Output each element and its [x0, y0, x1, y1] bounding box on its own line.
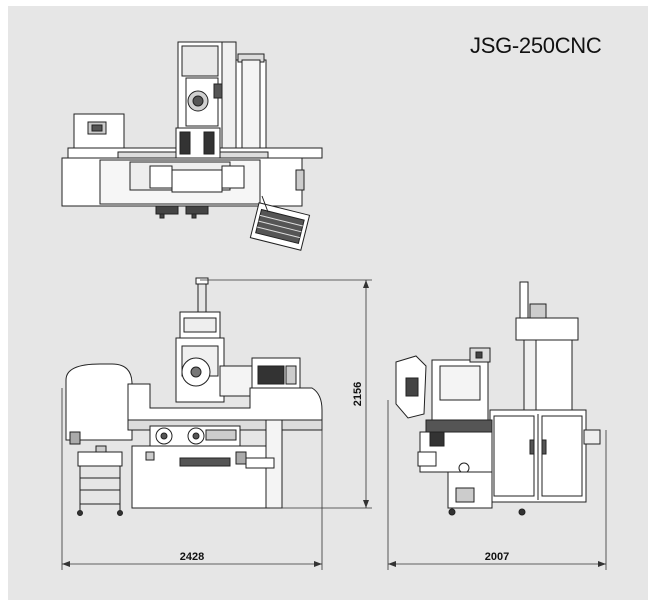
depth-dimension-label: 2007 — [485, 551, 509, 563]
width-dimension-label: 2428 — [180, 551, 204, 563]
front-view — [65, 277, 323, 516]
height-dimension-label: 2156 — [352, 382, 364, 406]
dimension-lines — [61, 279, 607, 570]
top-view — [61, 41, 323, 251]
dimension-arrows — [62, 280, 606, 567]
side-view — [395, 281, 601, 516]
model-title: JSG-250CNC — [470, 33, 602, 58]
